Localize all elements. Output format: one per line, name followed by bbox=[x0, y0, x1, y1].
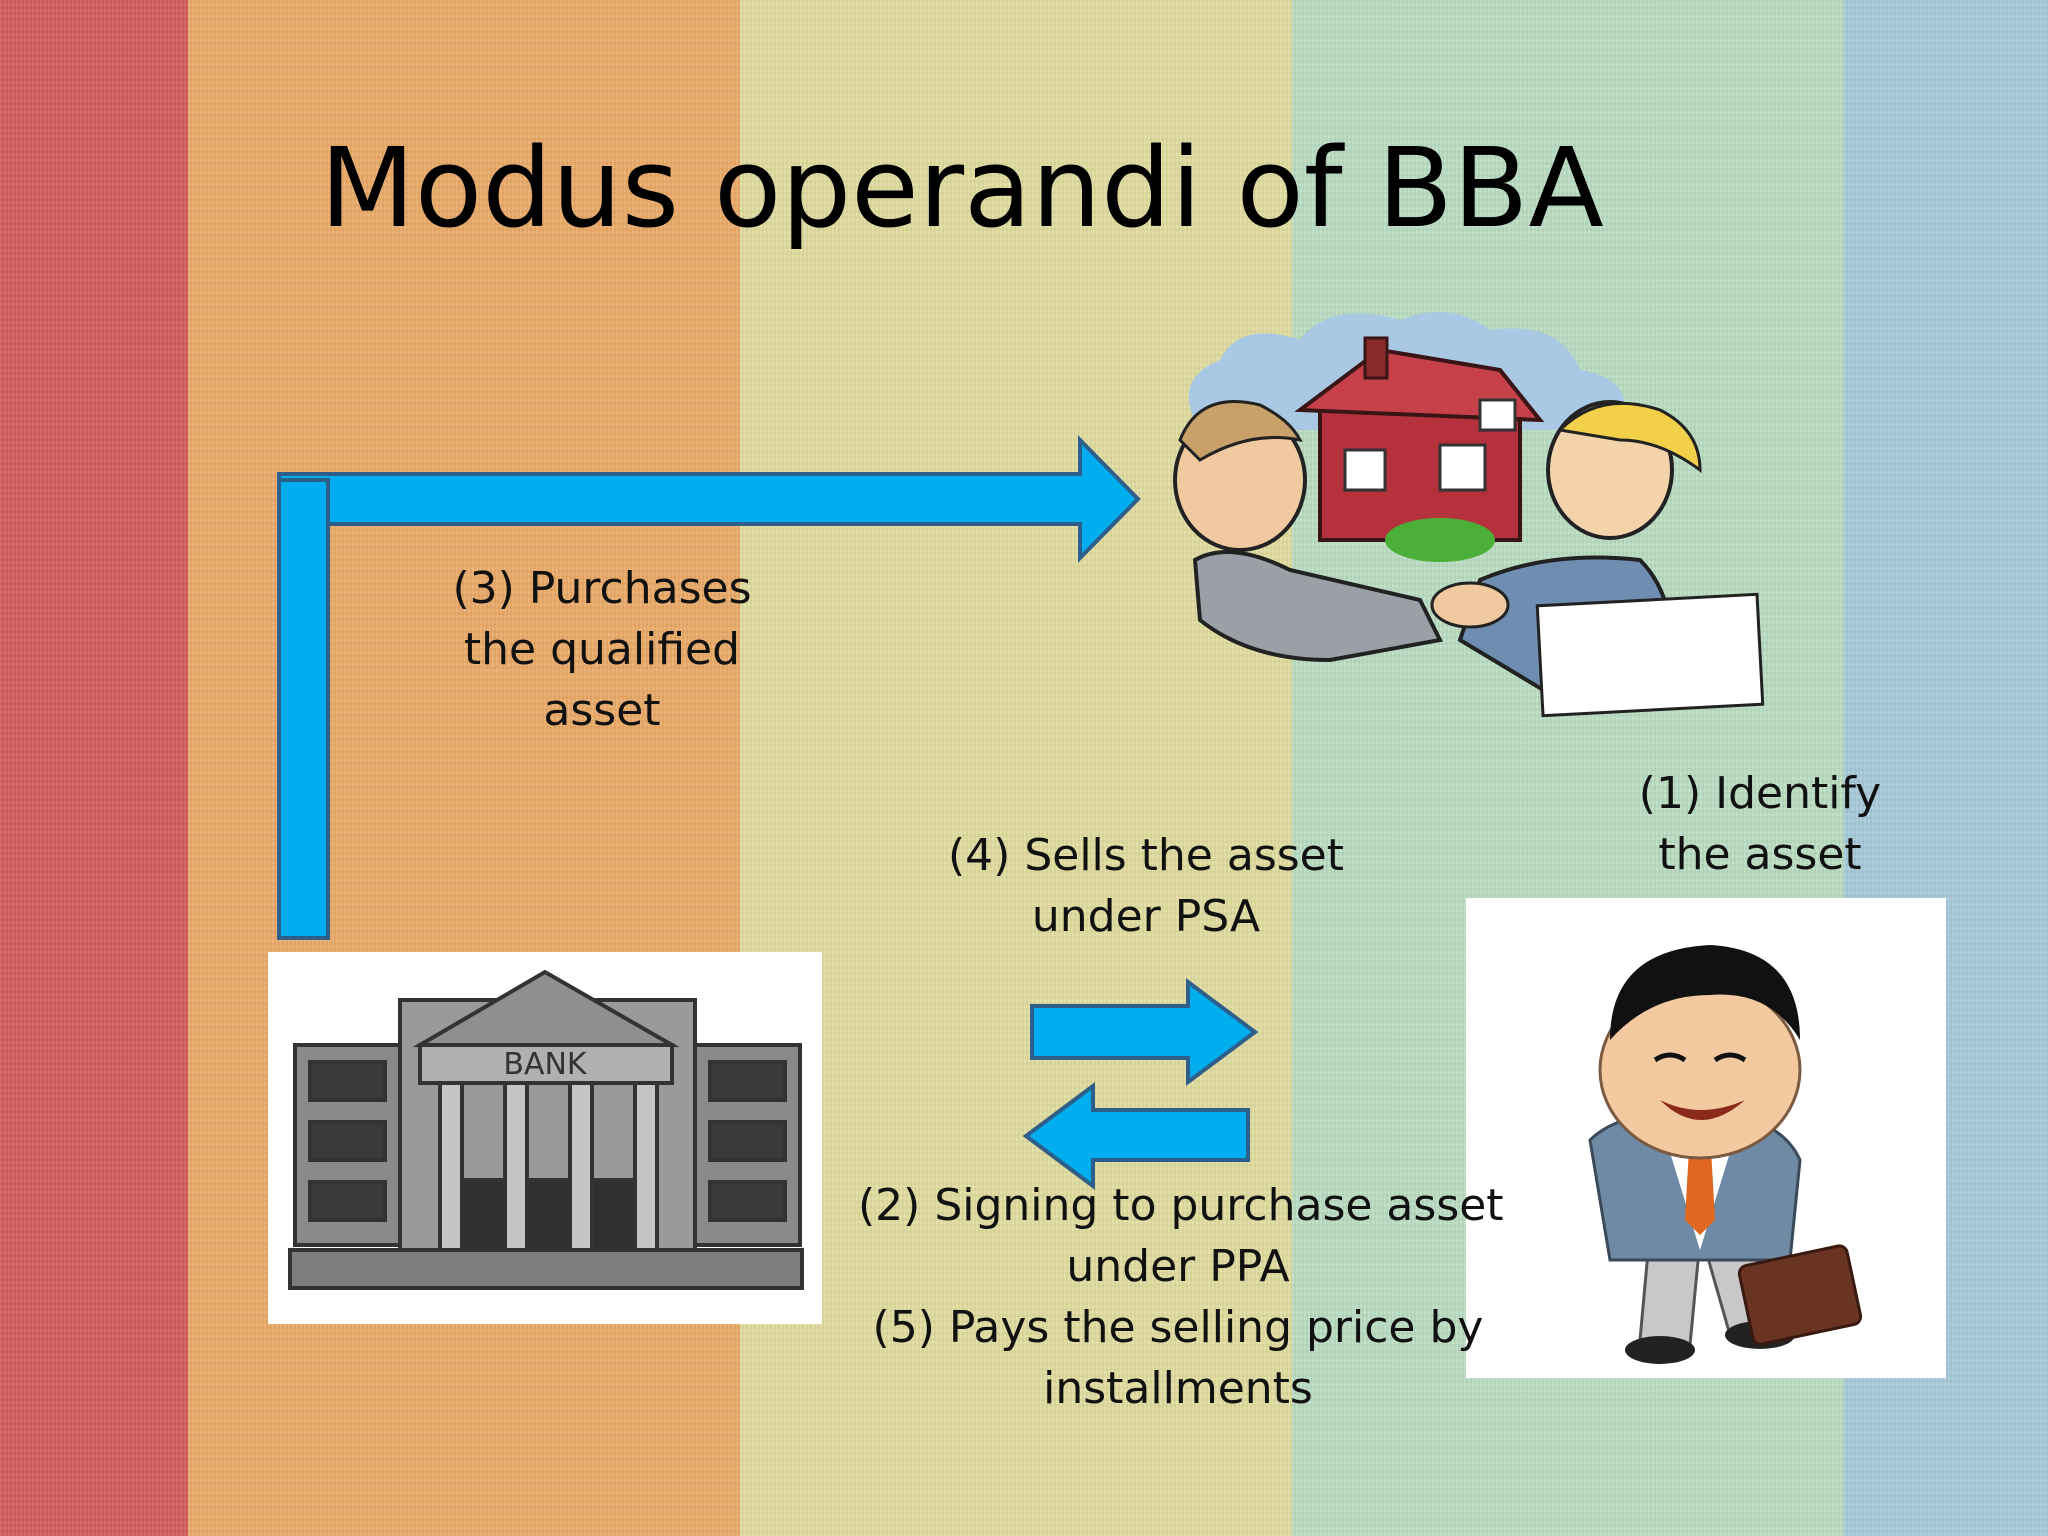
purchase-arrow-left bbox=[1022, 1082, 1250, 1190]
step3-label: (3) Purchases the qualified asset bbox=[452, 558, 752, 741]
stripe-yellow bbox=[740, 0, 1292, 1536]
step1-line1: (1) Identify bbox=[1638, 768, 1882, 819]
step4-line2: under PSA bbox=[1031, 891, 1261, 942]
step5-line1: (5) Pays the selling price by bbox=[872, 1302, 1484, 1353]
sell-arrow-right bbox=[1030, 978, 1259, 1086]
step4-line1: (4) Sells the asset bbox=[948, 830, 1344, 881]
bank-sign: BANK bbox=[503, 1047, 588, 1082]
step3-line3: asset bbox=[543, 685, 661, 736]
step2-5-label: (2) Signing to purchase asset under PPA … bbox=[858, 1175, 1504, 1419]
slide-title: Modus operandi of BBA bbox=[320, 124, 1604, 252]
stripe-red bbox=[0, 0, 188, 1536]
step5-line2: installments bbox=[1043, 1363, 1313, 1414]
step1-line2: the asset bbox=[1658, 829, 1862, 880]
step1-label: (1) Identify the asset bbox=[1620, 763, 1900, 885]
step2-line2: under PPA bbox=[1066, 1241, 1290, 1292]
bank-to-seller-arrow bbox=[277, 435, 1141, 940]
step3-line1: (3) Purchases bbox=[452, 563, 752, 614]
step3-line2: the qualified bbox=[463, 624, 741, 675]
arrow-vertical-segment bbox=[277, 478, 330, 940]
step4-label: (4) Sells the asset under PSA bbox=[946, 825, 1346, 947]
arrow-horizontal-head bbox=[277, 435, 1141, 563]
step2-line1: (2) Signing to purchase asset bbox=[858, 1180, 1504, 1231]
